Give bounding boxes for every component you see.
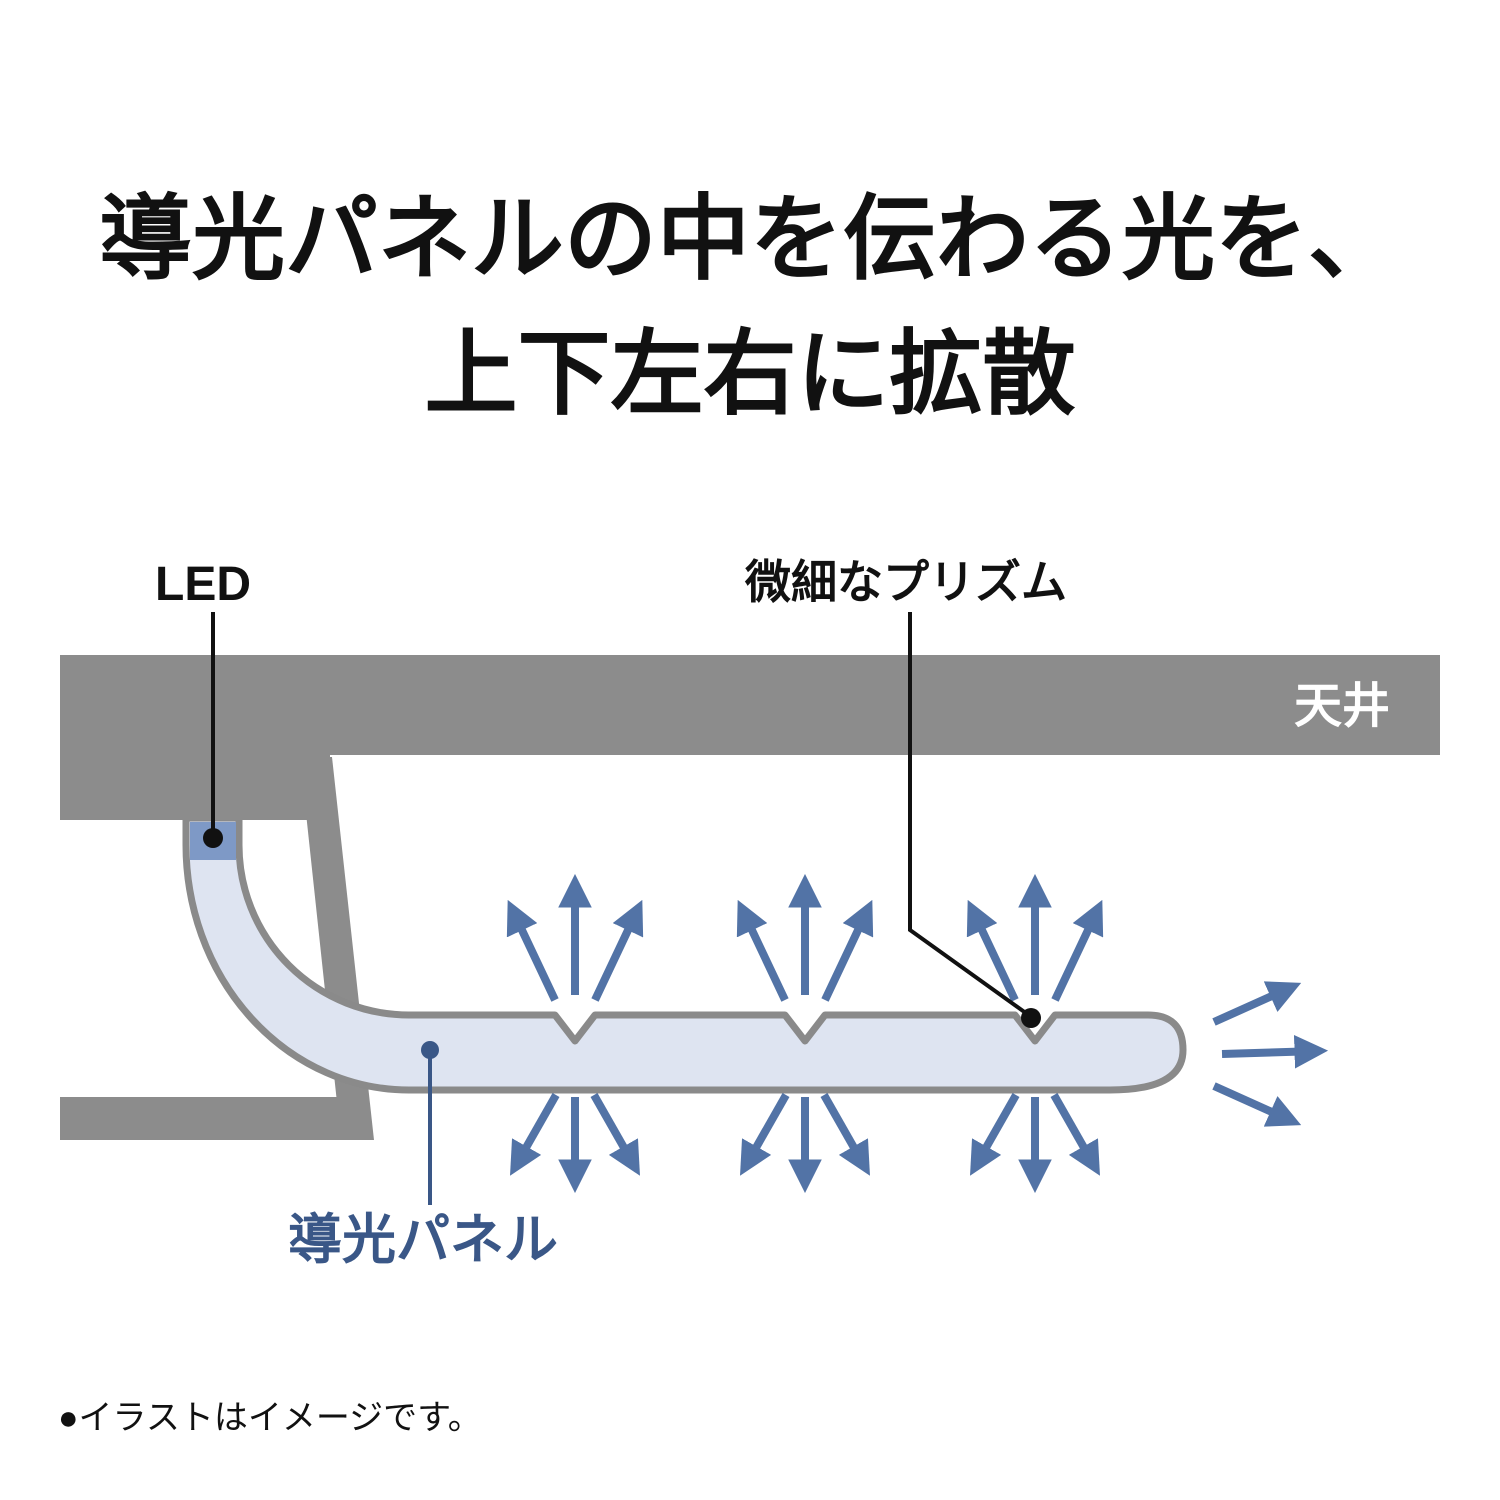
arrows-down-cluster-3 — [970, 1093, 1100, 1194]
panel-marker-dot — [421, 1041, 439, 1059]
title-line-2: 上下左右に拡散 — [424, 321, 1076, 426]
ceiling-label: 天井 — [1294, 680, 1390, 733]
panel-label: 導光パネル — [288, 1210, 558, 1270]
page-title: 導光パネルの中を伝わる光を、 上下左右に拡散 — [0, 172, 1500, 442]
fixture-base — [60, 1097, 352, 1140]
light-arrow — [1212, 981, 1302, 1026]
prism-marker-dot — [1021, 1008, 1041, 1028]
arrows-right-edge — [1212, 981, 1329, 1127]
footnote: ●イラストはイメージです。 — [58, 1399, 482, 1437]
light-arrow — [1050, 1093, 1100, 1176]
led-marker-dot — [203, 828, 223, 848]
light-arrow — [1212, 1082, 1302, 1127]
ceiling-rect — [60, 655, 1440, 755]
light-arrow — [736, 899, 789, 1002]
light-arrow — [590, 1093, 640, 1176]
light-arrow — [506, 899, 559, 1002]
arrows-up-cluster-2 — [736, 873, 874, 1002]
prism-label: 微細なプリズム — [744, 556, 1067, 608]
arrows-down-cluster-2 — [740, 1093, 870, 1194]
light-arrow — [1051, 899, 1104, 1002]
arrows-up-cluster-1 — [506, 873, 644, 1002]
light-arrow — [740, 1093, 790, 1176]
light-arrow — [966, 899, 1019, 1002]
led-label: LED — [155, 558, 251, 611]
light-guide-panel — [182, 814, 1187, 1094]
light-arrow — [820, 1093, 870, 1176]
prism-leader-line — [908, 612, 1032, 1018]
light-arrow — [510, 1093, 560, 1176]
title-line-1: 導光パネルの中を伝わる光を、 — [99, 187, 1401, 291]
fixture-arm — [60, 755, 330, 820]
light-arrow — [591, 899, 644, 1002]
arrows-down-cluster-1 — [510, 1093, 640, 1194]
light-arrow — [1221, 1034, 1329, 1069]
light-arrow — [970, 1093, 1020, 1176]
light-arrow — [821, 899, 874, 1002]
arrows-up-cluster-3 — [966, 873, 1104, 1002]
